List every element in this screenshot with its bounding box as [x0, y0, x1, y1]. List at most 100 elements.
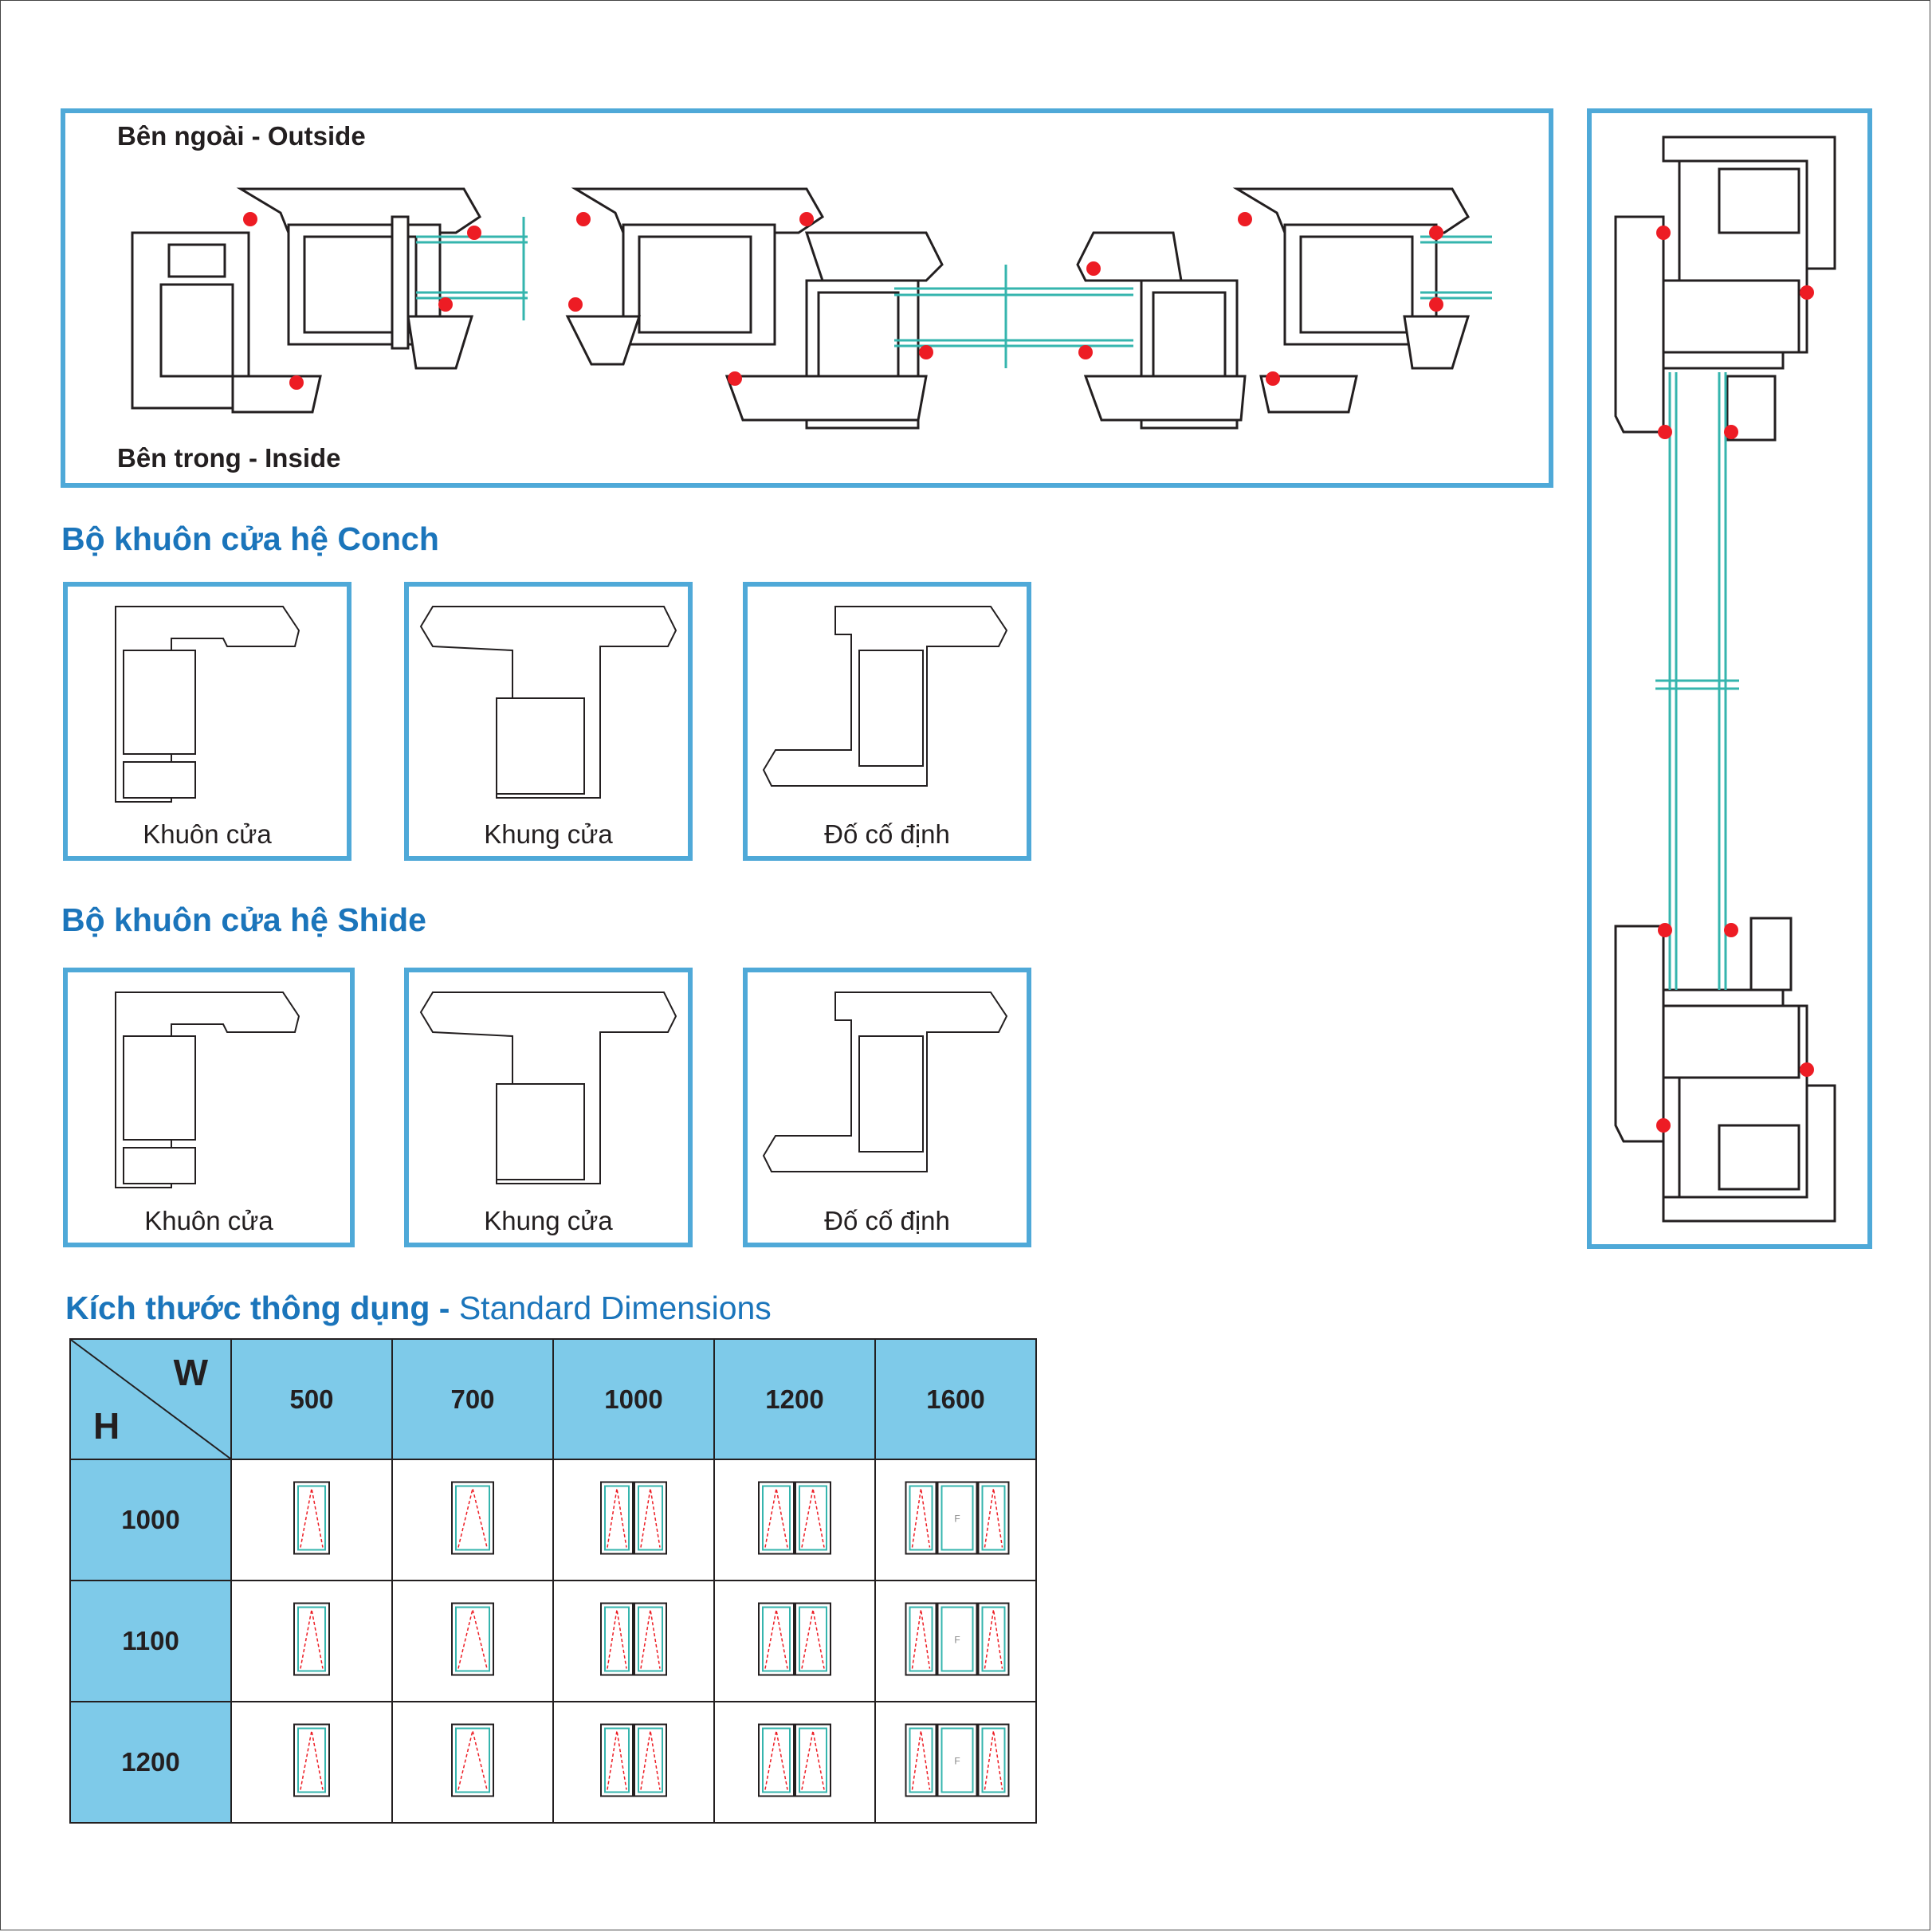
dimensions-title-bold: Kích thước thông dụng -: [65, 1290, 450, 1326]
sash-pane: [634, 1602, 667, 1676]
sash-pane: [600, 1602, 634, 1676]
opening-direction-mark: [607, 1488, 627, 1548]
pane-glass: [762, 1727, 791, 1793]
pane-glass: [455, 1727, 490, 1793]
sash-pane: [634, 1481, 667, 1555]
shide-khung-cua-drawing: [419, 992, 677, 1184]
height-header: 1000: [69, 1459, 232, 1581]
inside-label: Bên trong - Inside: [117, 443, 341, 473]
width-header: 700: [391, 1338, 554, 1460]
sash-pane: [293, 1602, 330, 1676]
window-thumbnail-cell: [230, 1580, 393, 1702]
corner-w-label: W: [173, 1352, 208, 1393]
sash-pane: [977, 1602, 1010, 1676]
pane-glass: [799, 1485, 827, 1551]
pane-glass: [638, 1485, 663, 1551]
sash-pane: [293, 1481, 330, 1555]
window-thumbnail-cell: [713, 1580, 876, 1702]
opening-direction-mark: [911, 1488, 931, 1548]
opening-direction-mark: [911, 1609, 931, 1669]
window-thumbnail-icon: [758, 1481, 831, 1555]
window-thumbnail-cell: [552, 1459, 715, 1581]
opening-direction-mark: [457, 1488, 488, 1548]
opening-direction-mark: [457, 1609, 488, 1669]
pane-glass: [604, 1727, 630, 1793]
window-thumbnail-cell: [552, 1701, 715, 1824]
sash-pane: [795, 1723, 831, 1797]
corner-diagonal: [70, 1339, 231, 1459]
sash-pane: [758, 1602, 795, 1676]
pane-glass: [297, 1727, 326, 1793]
shide-do-co-dinh-caption: Đố cố định: [824, 1206, 950, 1235]
window-thumbnail-icon: [451, 1602, 494, 1676]
sash-pane: [905, 1723, 937, 1797]
sash-pane: [758, 1481, 795, 1555]
window-thumbnail-icon: F: [905, 1602, 1010, 1676]
window-thumbnail-icon: [600, 1602, 667, 1676]
pane-glass: [909, 1727, 933, 1793]
opening-direction-mark: [911, 1730, 931, 1790]
window-thumbnail-icon: [293, 1481, 330, 1555]
shide-khuon-cua-drawing: [115, 992, 300, 1188]
conch-do-co-dinh-drawing: [762, 606, 1008, 787]
pane-glass: [638, 1606, 663, 1672]
conch-khung-cua-panel: Khung cửa: [404, 582, 693, 861]
pane-glass: [638, 1727, 663, 1793]
window-thumbnail-icon: F: [905, 1723, 1010, 1797]
fixed-pane: [937, 1723, 978, 1797]
opening-direction-mark: [607, 1730, 627, 1790]
window-thumbnail-cell: F: [874, 1459, 1037, 1581]
height-header: 1200: [69, 1701, 232, 1824]
pane-glass: [604, 1606, 630, 1672]
window-thumbnail-cell: [552, 1580, 715, 1702]
window-thumbnail-cell: [230, 1701, 393, 1824]
pane-glass: [981, 1606, 1006, 1672]
pane-glass: [455, 1606, 490, 1672]
vertical-section-drawing: [1614, 135, 1836, 1223]
sash-pane: [600, 1481, 634, 1555]
shide-do-co-dinh-drawing: [762, 992, 1008, 1172]
corner-cell: W H: [69, 1338, 232, 1460]
opening-direction-mark: [640, 1730, 661, 1790]
sash-pane: [905, 1481, 937, 1555]
sash-pane: [758, 1723, 795, 1797]
window-thumbnail-icon: [600, 1723, 667, 1797]
opening-direction-mark: [984, 1488, 1003, 1548]
window-thumbnail-cell: [391, 1580, 554, 1702]
pane-glass: [799, 1727, 827, 1793]
fixed-pane-mark: F: [954, 1514, 960, 1525]
width-header: 500: [230, 1338, 393, 1460]
pane-glass: [762, 1485, 791, 1551]
outside-label: Bên ngoài - Outside: [117, 121, 366, 151]
sash-pane: [977, 1481, 1010, 1555]
shide-do-co-dinh-panel: Đố cố định: [743, 968, 1031, 1247]
dimensions-row: 1100 F: [69, 1580, 1037, 1702]
window-thumbnail-icon: F: [905, 1481, 1010, 1555]
pane-glass: [909, 1485, 933, 1551]
width-header: 1200: [713, 1338, 876, 1460]
pane-glass: [799, 1606, 827, 1672]
conch-khuon-cua-drawing: [115, 606, 300, 803]
dimensions-heading: Kích thước thông dụng - Standard Dimensi…: [65, 1290, 772, 1327]
conch-khung-cua-drawing: [419, 606, 677, 799]
window-thumbnail-cell: F: [874, 1580, 1037, 1702]
sash-pane: [293, 1723, 330, 1797]
sash-pane: [451, 1723, 494, 1797]
window-thumbnail-icon: [600, 1481, 667, 1555]
window-thumbnail-icon: [293, 1723, 330, 1797]
conch-khuon-cua-panel: Khuôn cửa: [63, 582, 351, 861]
height-header: 1100: [69, 1580, 232, 1702]
window-thumbnail-cell: F: [874, 1701, 1037, 1824]
dimensions-row: 1000 F: [69, 1459, 1037, 1581]
window-thumbnail-cell: [391, 1459, 554, 1581]
sash-pane: [451, 1602, 494, 1676]
opening-direction-mark: [984, 1609, 1003, 1669]
dimensions-table: W H 500 700 1000 1200 1600 1000 F 1100 F…: [69, 1338, 1037, 1824]
pane-glass: [762, 1606, 791, 1672]
horizontal-section-panel: Bên ngoài - Outside Bên trong - Inside: [61, 108, 1553, 488]
window-thumbnail-icon: [451, 1481, 494, 1555]
pane-glass: [981, 1485, 1006, 1551]
window-thumbnail-cell: [391, 1701, 554, 1824]
conch-do-co-dinh-panel: Đố cố định: [743, 582, 1031, 861]
pane-glass: [909, 1606, 933, 1672]
